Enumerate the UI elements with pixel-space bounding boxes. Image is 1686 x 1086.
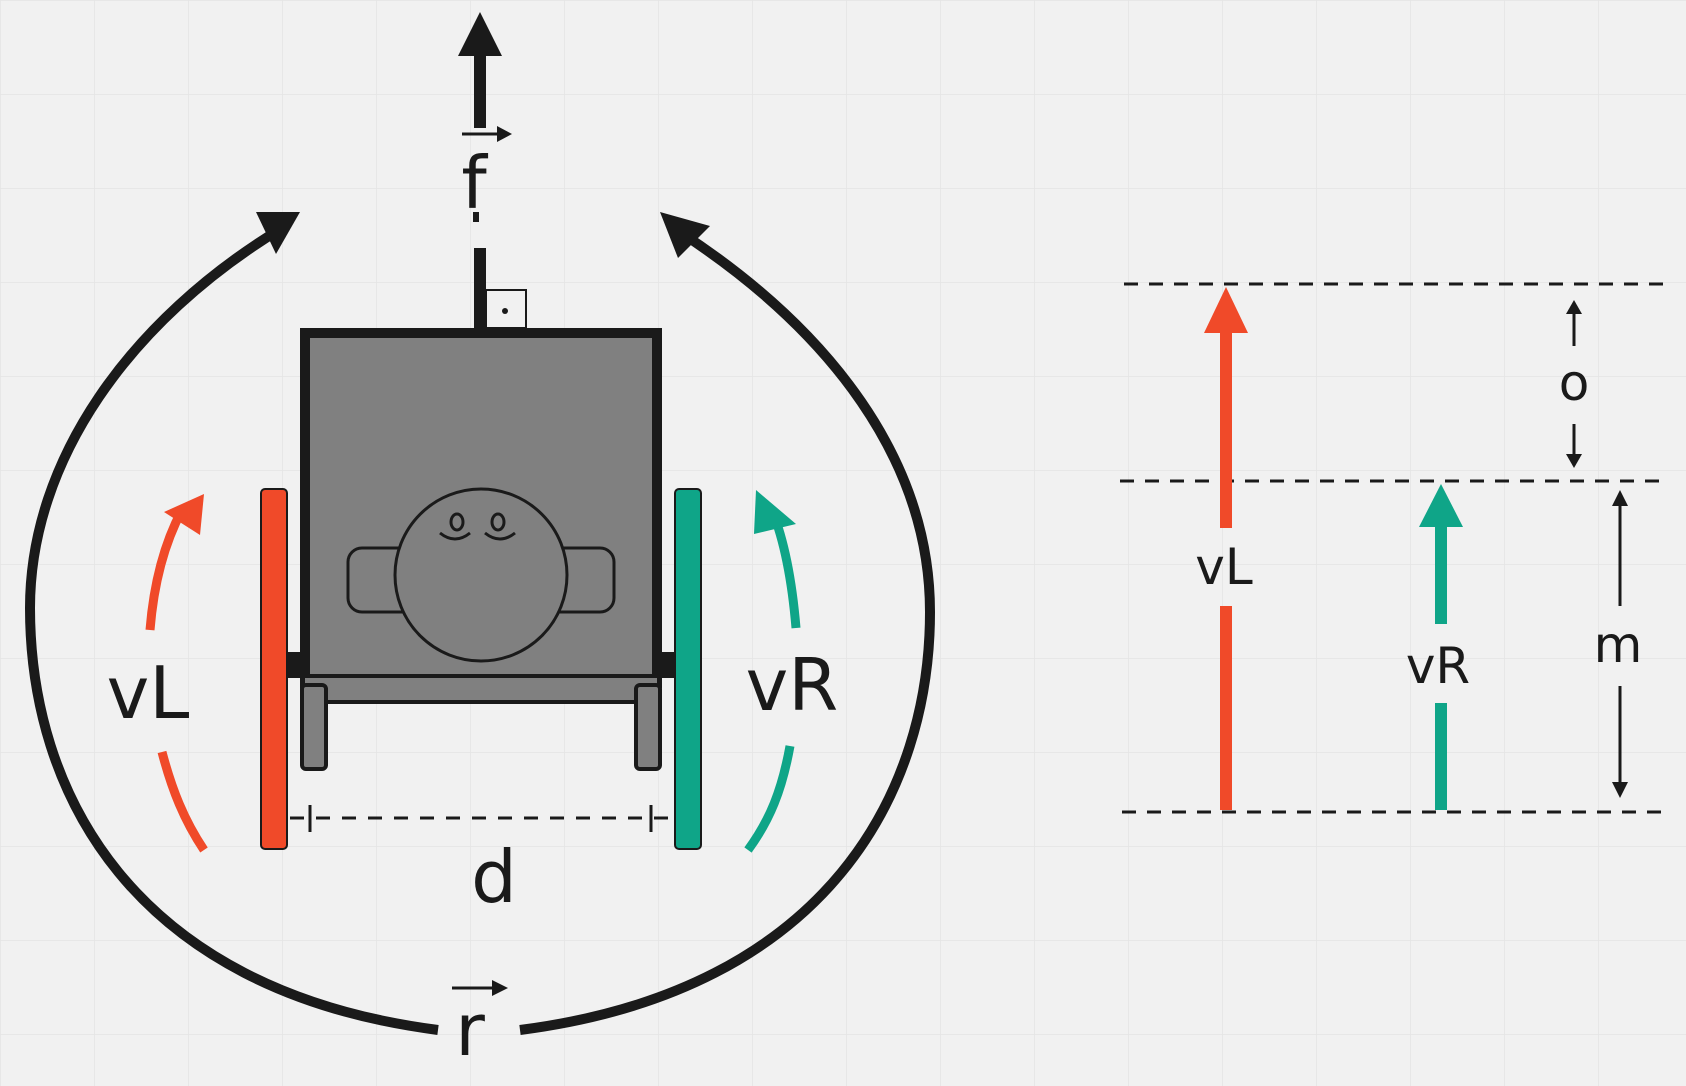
right-velocity-text: vR (746, 643, 839, 727)
right-velocity-vector-text: vR (1406, 637, 1470, 695)
person-icon (346, 487, 616, 663)
left-velocity-vector-text: vL (1195, 538, 1253, 596)
rotation-arc-left (24, 223, 439, 1035)
right-velocity-arc: vR (744, 490, 839, 853)
forward-vector-label: f (461, 126, 512, 225)
rear-bumper (301, 674, 661, 704)
mean-dimension: m (1594, 490, 1643, 798)
robot-diagram: f r (24, 12, 936, 1072)
offset-dimension: o (1559, 300, 1590, 468)
rotation-arc-right (519, 227, 936, 1035)
rear-caster-left (300, 683, 328, 771)
left-velocity-text: vL (107, 651, 190, 735)
right-wheel (674, 488, 702, 850)
wheel-distance-dimension: d (290, 805, 672, 919)
left-wheel (260, 488, 288, 850)
person-head (393, 487, 569, 663)
rotation-vector-label: r (452, 980, 508, 1072)
wheel-distance-text: d (471, 835, 517, 919)
forward-vector-text: f (461, 141, 488, 225)
right-velocity-vector: vR (1406, 484, 1470, 810)
rotation-arc-left-arrowhead (256, 212, 300, 254)
rotation-vector-text: r (455, 988, 485, 1072)
left-velocity-arc: vL (107, 494, 208, 853)
left-velocity-vector: vL (1195, 287, 1253, 810)
velocity-diagram: vL vR o m (1120, 282, 1666, 814)
rotation-arc-right-arrowhead (660, 212, 710, 258)
mean-text: m (1594, 616, 1643, 674)
offset-text: o (1559, 354, 1590, 412)
rear-caster-right (634, 683, 662, 771)
